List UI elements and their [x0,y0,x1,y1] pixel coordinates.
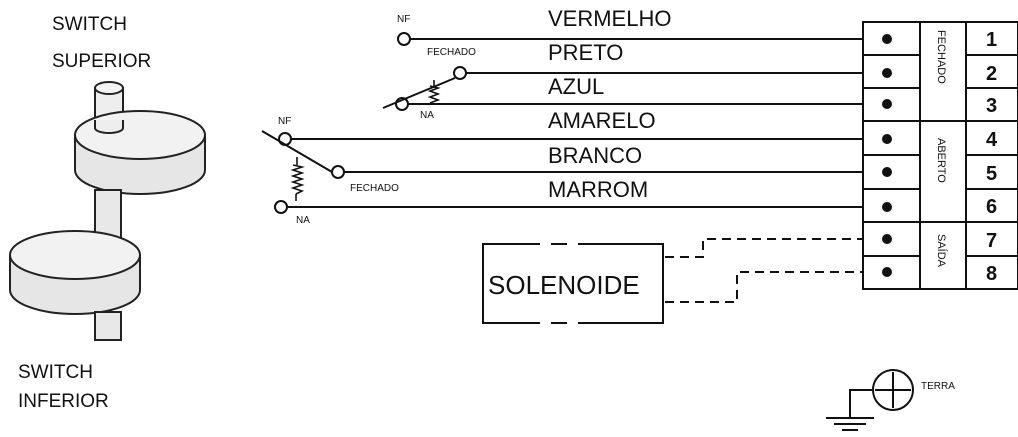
switch-superior-label-2: SUPERIOR [52,51,151,72]
lower-nf-contact [278,132,292,146]
terminal-number-4: 4 [986,129,998,151]
wires [287,38,887,208]
group-label-fechado: FECHADO [935,30,947,84]
wire-label-azul: AZUL [548,74,604,99]
lower-na-contact [274,200,288,214]
upper-lever [382,77,456,109]
ground-label: TERRA [921,381,955,392]
terminal-dot-2 [882,68,892,78]
lower-fechado-contact [331,165,345,179]
upper-nf-contact [397,32,411,46]
upper-switch-contacts: NF FECHADO NA [382,14,476,121]
switch-superior-label-1: SWITCH [52,14,127,35]
ground-symbol: TERRA [826,369,955,431]
switch-inferior-label-2: INFERIOR [18,391,109,412]
wire-label-preto: PRETO [548,40,623,65]
lower-spring [290,164,305,195]
terminal-number-7: 7 [986,230,997,252]
wire-labels: VERMELHO PRETO AZUL AMARELO BRANCO MARRO… [548,6,671,202]
terminal-dot-4 [882,134,892,144]
switch-inferior-label-1: SWITCH [18,362,93,383]
upper-fechado-contact [453,66,467,80]
terminal-dot-7 [882,234,892,244]
solenoid-label: SOLENOIDE [488,270,640,300]
shaft-bottom [94,311,122,341]
solenoid-wire-1 [665,238,887,258]
wire-label-vermelho: VERMELHO [548,6,671,31]
wire-label-branco: BRANCO [548,143,642,168]
terminal-number-8: 8 [986,263,997,285]
terminal-dot-1 [882,34,892,44]
terminal-number-2: 2 [986,63,997,85]
terminal-dot-5 [882,167,892,177]
terminal-block: FECHADO ABERTO SAÍDA 1 2 3 4 5 6 7 8 [862,21,1018,290]
solenoid-wire-2 [665,271,887,303]
upper-fechado-label: FECHADO [427,47,476,58]
upper-nf-label: NF [397,14,410,25]
upper-na-label: NA [420,110,434,121]
terminal-number-6: 6 [986,196,997,218]
lower-fechado-label: FECHADO [350,183,399,194]
solenoid-wires [665,238,887,303]
terminal-number-1: 1 [986,29,997,51]
terminal-dot-3 [882,99,892,109]
terminal-dot-8 [882,267,892,277]
wire-label-marrom: MARROM [548,177,648,202]
group-label-aberto: ABERTO [935,138,947,183]
upper-spring [427,85,441,104]
terminal-dot-6 [882,202,892,212]
lower-na-label: NA [296,215,310,226]
limit-switch-illustration: SWITCH SUPERIOR SWITCH INFERIOR [9,14,206,412]
terminal-number-3: 3 [986,95,997,117]
group-label-saida: SAÍDA [935,234,948,268]
terminal-number-5: 5 [986,163,997,185]
wire-label-amarelo: AMARELO [548,108,656,133]
lower-lever [261,130,333,173]
solenoid: SOLENOIDE [482,241,664,326]
lower-nf-label: NF [278,116,291,127]
